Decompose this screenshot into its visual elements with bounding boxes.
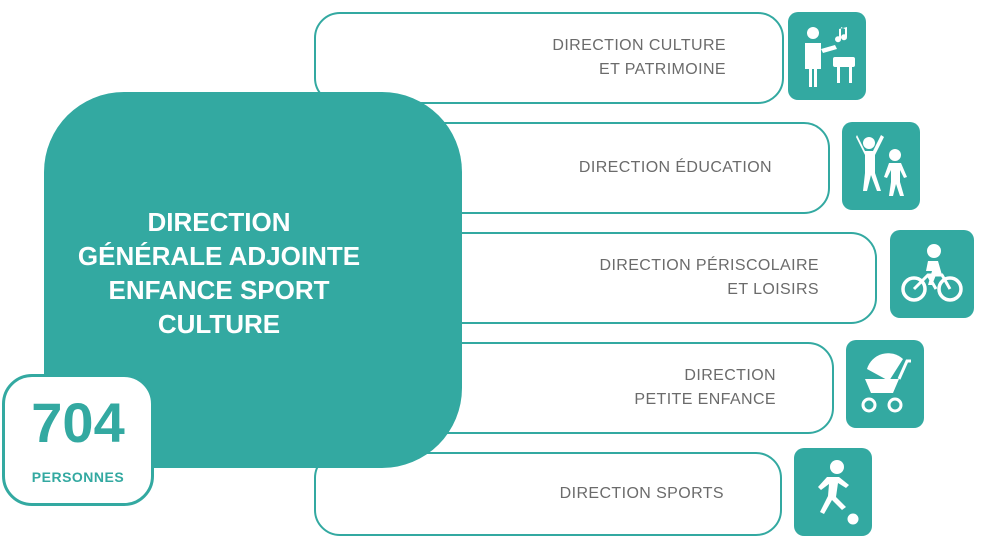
direction-petite-enfance-line-2: PETITE ENFANCE [634,391,776,408]
musician-icon [805,27,855,87]
soccer-player-icon-tile [794,448,872,536]
main-title-line-2: GÉNÉRALE ADJOINTE [77,241,361,271]
headcount-number: 704 [31,391,125,454]
bicycle-rider-icon [901,244,963,302]
stroller-icon [861,353,911,413]
headcount-label: PERSONNES [31,469,125,485]
bicycle-rider-icon-tile [890,230,974,318]
direction-card-culture: DIRECTION CULTURE ET PATRIMOINE [314,12,784,104]
children-playing-icon-tile [842,122,920,210]
direction-petite-enfance-line-1: DIRECTION [684,367,776,384]
direction-education-line-1: DIRECTION ÉDUCATION [578,159,772,176]
headcount-badge: 704 PERSONNES [2,374,154,506]
direction-sports-line-1: DIRECTION SPORTS [559,485,724,502]
main-direction-title: DIRECTION GÉNÉRALE ADJOINTE ENFANCE SPOR… [44,205,394,341]
direction-periscolaire-line-1: DIRECTION PÉRISCOLAIRE [599,257,819,274]
main-title-line-4: CULTURE [157,309,281,339]
main-title-line-1: DIRECTION [147,207,291,237]
musician-icon-tile [788,12,866,100]
direction-culture-line-2: ET PATRIMOINE [599,61,726,78]
children-playing-icon [856,135,907,196]
direction-culture-line-1: DIRECTION CULTURE [552,37,726,54]
main-title-line-3: ENFANCE SPORT [108,275,330,305]
direction-periscolaire-line-2: ET LOISIRS [727,281,819,298]
soccer-player-icon [818,460,860,526]
stroller-icon-tile [846,340,924,428]
